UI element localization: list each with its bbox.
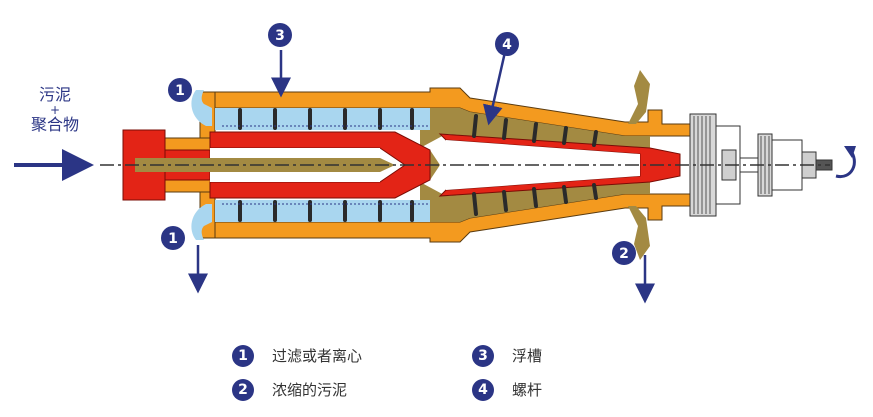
feed-label-polymer: 聚合物 xyxy=(30,115,79,134)
legend-text-1: 过滤或者离心 xyxy=(272,347,363,365)
legend-text-3: 浮槽 xyxy=(512,347,543,365)
feed-label-sludge: 污泥 xyxy=(38,85,71,104)
legend-num-3: 3 xyxy=(472,345,494,367)
callout-badges: 1 1 2 3 4 xyxy=(161,23,636,265)
callout-3: 3 xyxy=(275,28,285,44)
feed-label-plus: + xyxy=(49,103,61,117)
liquid-pool xyxy=(191,90,430,240)
callout-1-top: 1 xyxy=(175,83,185,99)
feed-stream xyxy=(135,158,395,172)
legend-num-2: 2 xyxy=(232,379,254,401)
legend-num-4: 4 xyxy=(472,379,494,401)
scroll-flight-dashes xyxy=(222,125,430,205)
callout-arrow-4 xyxy=(483,51,507,126)
callout-2: 2 xyxy=(619,246,629,262)
feed-label: 污泥 + 聚合物 xyxy=(20,86,90,134)
legend-num-1: 1 xyxy=(232,345,254,367)
legend-text-2: 浓缩的污泥 xyxy=(272,381,348,399)
rotation-arrowhead xyxy=(844,146,856,158)
legend-text-4: 螺杆 xyxy=(512,381,543,399)
callout-4: 4 xyxy=(502,37,512,53)
scroll-flights xyxy=(238,108,598,222)
callout-1-bottom: 1 xyxy=(168,231,178,247)
